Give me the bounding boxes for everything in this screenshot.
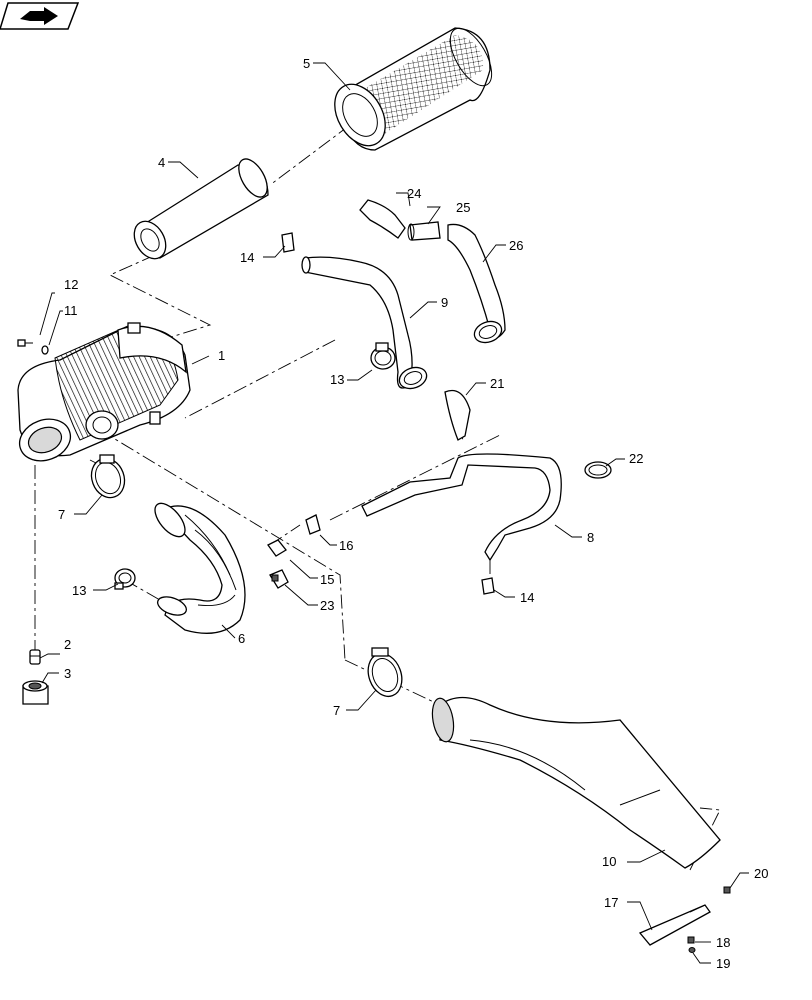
callout-23: 23	[320, 598, 334, 613]
callout-3: 3	[64, 666, 71, 681]
hose-9[interactable]	[301, 256, 430, 392]
plug-2[interactable]	[29, 649, 41, 665]
callout-12: 12	[64, 277, 78, 292]
callout-10: 10	[602, 854, 616, 869]
callout-20: 20	[754, 866, 768, 881]
outer-air-filter[interactable]	[324, 22, 500, 155]
bolt-18[interactable]	[687, 936, 695, 944]
callout-8: 8	[587, 530, 594, 545]
washer-19[interactable]	[688, 947, 696, 953]
hose-24[interactable]	[359, 199, 406, 239]
clamp-22[interactable]	[584, 461, 612, 479]
callout-14-upper: 14	[240, 250, 254, 265]
inner-safety-filter[interactable]	[128, 154, 273, 264]
callout-22: 22	[629, 451, 643, 466]
fitting-14-upper[interactable]	[281, 232, 295, 253]
intake-duct-10[interactable]	[429, 696, 721, 869]
pipe-8[interactable]	[361, 453, 562, 562]
fitting-14-lower[interactable]	[481, 577, 495, 595]
callout-18: 18	[716, 935, 730, 950]
air-cleaner-assembly[interactable]	[14, 322, 191, 468]
hose-clamp-13-upper[interactable]	[370, 342, 396, 370]
callout-2: 2	[64, 637, 71, 652]
hose-clamp-7-upper[interactable]	[86, 454, 130, 503]
hose-clamp-7-lower[interactable]	[362, 647, 407, 701]
callout-7-lower: 7	[333, 703, 340, 718]
center-lines	[34, 124, 721, 871]
clamp-16[interactable]	[305, 514, 321, 535]
callout-25: 25	[456, 200, 470, 215]
fitting-15[interactable]	[267, 539, 287, 557]
page-forward-icon[interactable]	[0, 2, 80, 30]
sensor-23[interactable]	[269, 569, 289, 589]
coupler-25[interactable]	[407, 221, 441, 241]
callout-15: 15	[320, 572, 334, 587]
callout-14-lower: 14	[520, 590, 534, 605]
callout-11: 11	[64, 303, 78, 318]
callout-26: 26	[509, 238, 523, 253]
hose-26[interactable]	[447, 223, 506, 346]
callout-5: 5	[303, 56, 310, 71]
callout-labels: 1 2 3 4 5 6 7 7 8 9 10 11 12 13 13 14 14…	[58, 56, 768, 971]
callout-17: 17	[604, 895, 618, 910]
vacuator-valve-3[interactable]	[22, 680, 49, 705]
hose-clamp-13-lower[interactable]	[114, 568, 136, 590]
callout-1: 1	[218, 348, 225, 363]
callout-9: 9	[441, 295, 448, 310]
callout-24: 24	[407, 186, 421, 201]
callout-13-upper: 13	[330, 372, 344, 387]
bolt-12[interactable]	[17, 339, 33, 347]
strap-21[interactable]	[444, 389, 471, 441]
leader-lines	[39, 62, 749, 964]
bracket-17[interactable]	[638, 904, 711, 946]
callout-7-upper: 7	[58, 507, 65, 522]
callout-19: 19	[716, 956, 730, 971]
callout-4: 4	[158, 155, 165, 170]
callout-13-lower: 13	[72, 583, 86, 598]
nut-20[interactable]	[723, 886, 731, 894]
callout-6: 6	[238, 631, 245, 646]
intake-elbow-6[interactable]	[149, 498, 246, 634]
callout-21: 21	[490, 376, 504, 391]
callout-16: 16	[339, 538, 353, 553]
washer-11[interactable]	[41, 345, 49, 355]
